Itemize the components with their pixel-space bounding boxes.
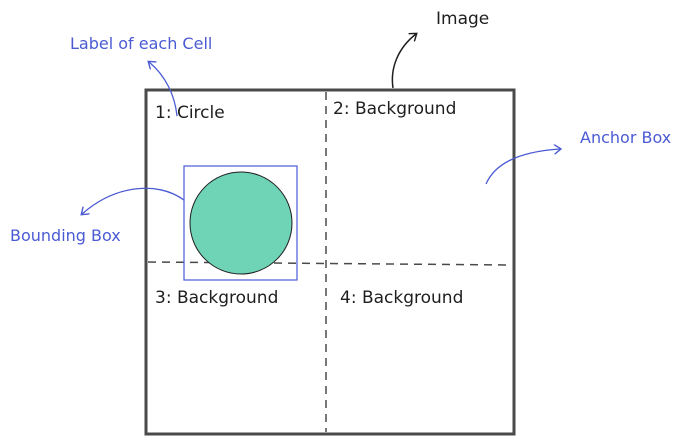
image-frame bbox=[144, 88, 516, 436]
anchor-box-annotation: Anchor Box bbox=[580, 128, 672, 147]
circle-object bbox=[189, 171, 293, 275]
cell-label-annotation: Label of each Cell bbox=[70, 34, 213, 53]
anchor-box-arrow bbox=[485, 149, 560, 185]
image-arrow bbox=[391, 34, 416, 89]
cell-3-label: 3: Background bbox=[155, 288, 279, 308]
cell-label-arrow bbox=[149, 62, 178, 117]
cell-1-label: 1: Circle bbox=[155, 103, 225, 123]
bounding-box-rect bbox=[183, 165, 298, 281]
horizontal-divider bbox=[147, 261, 513, 266]
bounding-box-arrow bbox=[82, 187, 185, 214]
cell-2-label: 2: Background bbox=[333, 99, 457, 119]
bounding-box-annotation: Bounding Box bbox=[10, 226, 121, 245]
cell-4-label: 4: Background bbox=[340, 288, 464, 308]
image-annotation: Image bbox=[436, 9, 490, 29]
